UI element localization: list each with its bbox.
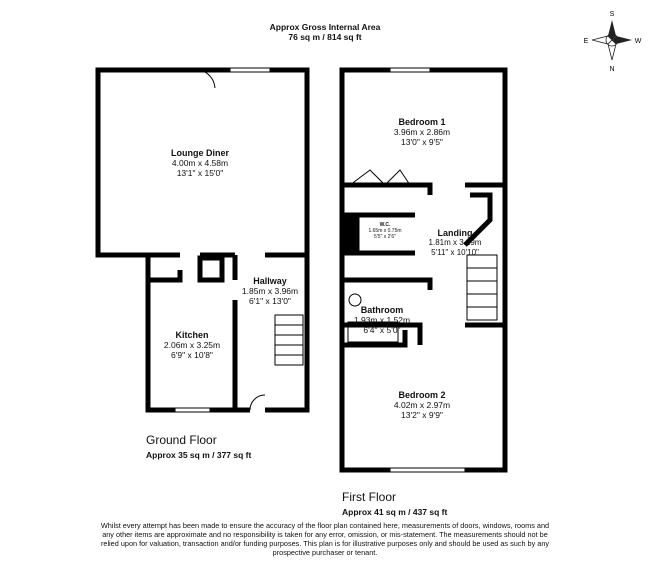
- room-imperial: 13'1" x 15'0": [176, 168, 224, 178]
- compass-e: E: [584, 38, 589, 45]
- room-name: Bedroom 2: [398, 390, 446, 400]
- room-imperial: 6'9" x 10'8": [171, 350, 213, 360]
- first-floor-label: First Floor: [342, 490, 396, 504]
- room-metric: 4.02m x 2.97m: [393, 400, 451, 410]
- ground-floor-walls: [95, 67, 310, 413]
- ground-floor-label: Ground Floor: [146, 433, 217, 447]
- room-name: Kitchen: [175, 330, 209, 340]
- room-metric: 3.96m x 2.86m: [393, 127, 451, 137]
- room-imperial: 5'11" x 10'10": [431, 248, 479, 257]
- disclaimer: Whilst every attempt has been made to en…: [100, 521, 550, 557]
- room-imperial: 5'5" x 2'6": [374, 234, 396, 240]
- room-metric: 1.85m x 3.96m: [241, 286, 299, 296]
- header-area: 76 sq m / 814 sq ft: [288, 32, 362, 42]
- room-imperial: 6'1" x 13'0": [249, 296, 291, 306]
- room-imperial: 6'4" x 5'0": [363, 325, 401, 335]
- room-name: W.C.: [379, 222, 391, 228]
- room-metric: 1.93m x 1.52m: [353, 315, 411, 325]
- room-metric: 2.06m x 3.25m: [163, 340, 221, 350]
- room-metric: 1.81m x 3.29m: [428, 238, 482, 247]
- room-imperial: 13'2" x 9'9": [401, 410, 443, 420]
- room-imperial: 13'0" x 9'5": [401, 137, 443, 147]
- compass-n: N: [609, 66, 614, 73]
- compass-w: W: [635, 38, 642, 45]
- header-title: Approx Gross Internal Area: [269, 22, 381, 32]
- first-floor-area: Approx 41 sq m / 437 sq ft: [342, 507, 448, 517]
- room-name: Hallway: [253, 276, 287, 286]
- room-name: Landing: [437, 228, 473, 238]
- ground-floor-area: Approx 35 sq m / 377 sq ft: [146, 450, 252, 460]
- room-name: Bathroom: [360, 305, 404, 315]
- room-metric: 1.65m x 0.75m: [368, 228, 402, 234]
- room-name: Lounge Diner: [171, 148, 229, 158]
- compass-s: S: [610, 11, 615, 18]
- compass-rose-icon: S E W N: [584, 11, 642, 73]
- room-name: Bedroom 1: [398, 117, 446, 127]
- header: Approx Gross Internal Area 76 sq m / 814…: [0, 22, 650, 42]
- room-metric: 4.00m x 4.58m: [171, 158, 229, 168]
